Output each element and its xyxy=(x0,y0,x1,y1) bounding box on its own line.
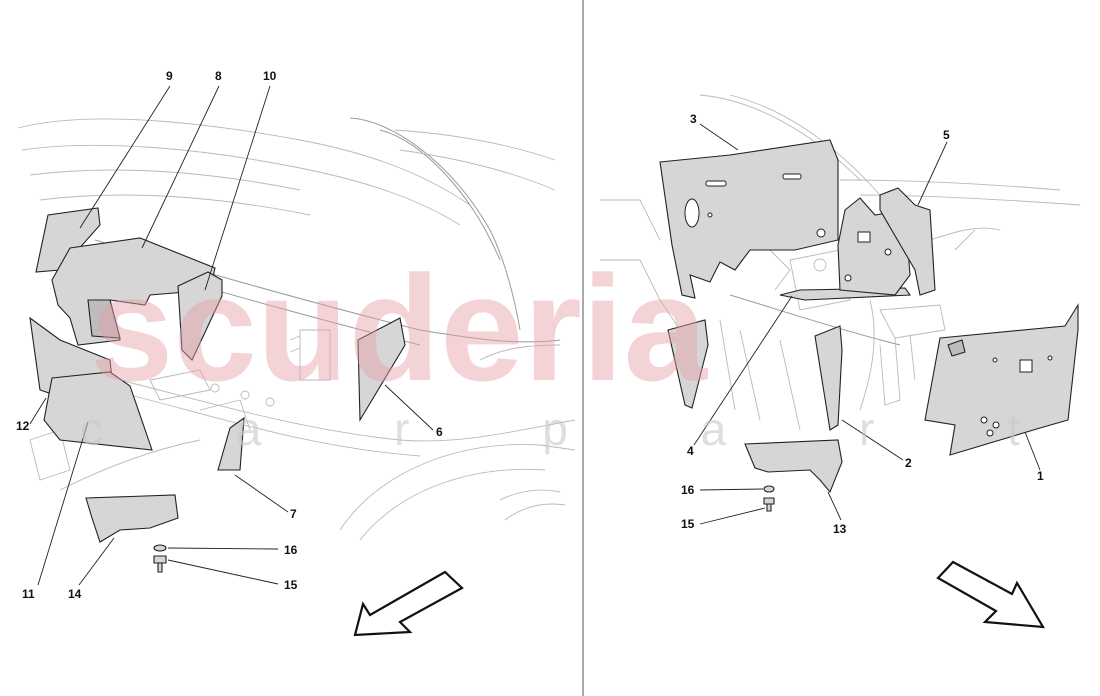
callout-2: 2 xyxy=(905,456,912,470)
callout-12: 12 xyxy=(16,419,30,433)
callout-16-left: 16 xyxy=(284,543,298,557)
callout-3: 3 xyxy=(690,112,697,126)
left-leaders xyxy=(29,85,434,586)
callout-16-right: 16 xyxy=(681,483,695,497)
part-1 xyxy=(924,303,1079,456)
callout-13: 13 xyxy=(833,522,847,536)
bolt-15 xyxy=(153,555,167,573)
bolt-15-right xyxy=(763,497,775,512)
washer-16-right xyxy=(763,485,775,493)
callout-1: 1 xyxy=(1037,469,1044,483)
callout-10: 10 xyxy=(263,69,277,83)
callout-15-left: 15 xyxy=(284,578,298,592)
washer-16 xyxy=(153,544,167,552)
callout-11: 11 xyxy=(22,587,35,601)
part-6 xyxy=(357,317,406,422)
part-2 xyxy=(814,325,843,431)
left-parts xyxy=(29,207,406,573)
callout-7: 7 xyxy=(290,507,297,521)
left-direction-arrow-icon xyxy=(353,570,464,637)
right-callouts: 3 5 4 2 1 16 15 13 xyxy=(681,112,1044,536)
part-7 xyxy=(217,416,245,471)
watermark-brand: scuderia xyxy=(90,244,709,412)
callout-6: 6 xyxy=(436,425,443,439)
callout-5: 5 xyxy=(943,128,950,142)
right-direction-arrow-icon xyxy=(936,560,1046,629)
callout-9: 9 xyxy=(166,69,173,83)
part-13 xyxy=(744,439,843,494)
right-leaders xyxy=(693,123,1041,525)
part-9 xyxy=(35,207,101,273)
watermark-tagline: c a r p a r t s xyxy=(80,403,1100,455)
part-5 xyxy=(879,187,936,296)
callout-15-right: 15 xyxy=(681,517,695,531)
right-parts xyxy=(659,139,1079,512)
left-callouts: 9 8 10 12 6 7 16 15 11 14 xyxy=(16,69,443,601)
part-10 xyxy=(177,271,223,361)
part-11 xyxy=(43,371,153,451)
callout-8: 8 xyxy=(215,69,222,83)
callout-14: 14 xyxy=(68,587,82,601)
right-car-outline xyxy=(600,94,1081,431)
part-14 xyxy=(85,494,179,543)
callout-4: 4 xyxy=(687,444,694,458)
